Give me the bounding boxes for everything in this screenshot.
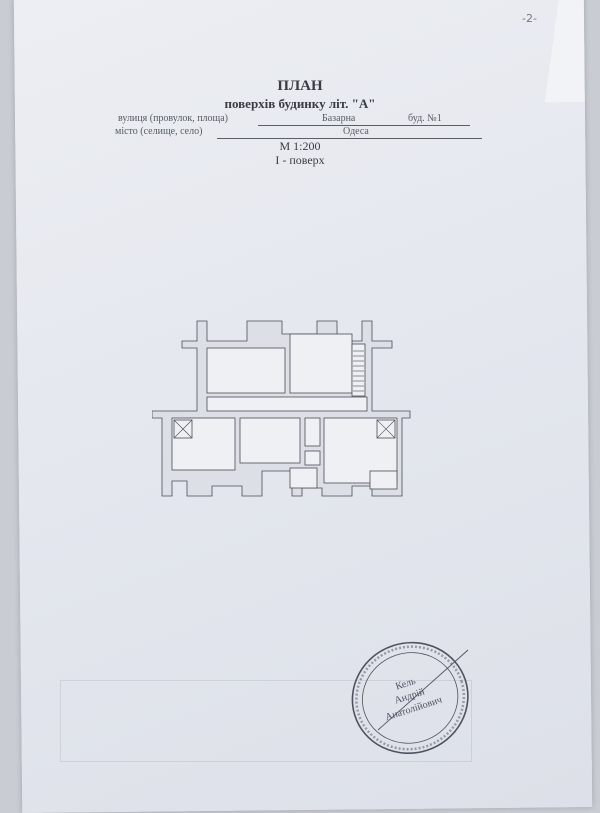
signature-stroke: [377, 649, 469, 731]
building-number: буд. №1: [408, 113, 442, 124]
floor-plan: [152, 320, 411, 497]
street-value: Базарна: [322, 113, 356, 124]
street-label: вулиця (провулок, площа): [118, 113, 229, 124]
official-stamp: Кель Андрій Анатолійович: [351, 641, 469, 755]
page-number: -2-: [522, 12, 537, 25]
show-through-table: [60, 680, 472, 762]
city-label: місто (селище, село): [115, 126, 203, 137]
floor-label: І - поверх: [275, 153, 325, 167]
city-underline: [217, 138, 482, 139]
city-value: Одеса: [343, 126, 369, 137]
scale: М 1:200: [279, 139, 321, 153]
document-subtitle: поверхів будинку літ. "А": [224, 96, 376, 111]
document-title: ПЛАН: [277, 78, 323, 94]
street-underline: [258, 125, 470, 126]
